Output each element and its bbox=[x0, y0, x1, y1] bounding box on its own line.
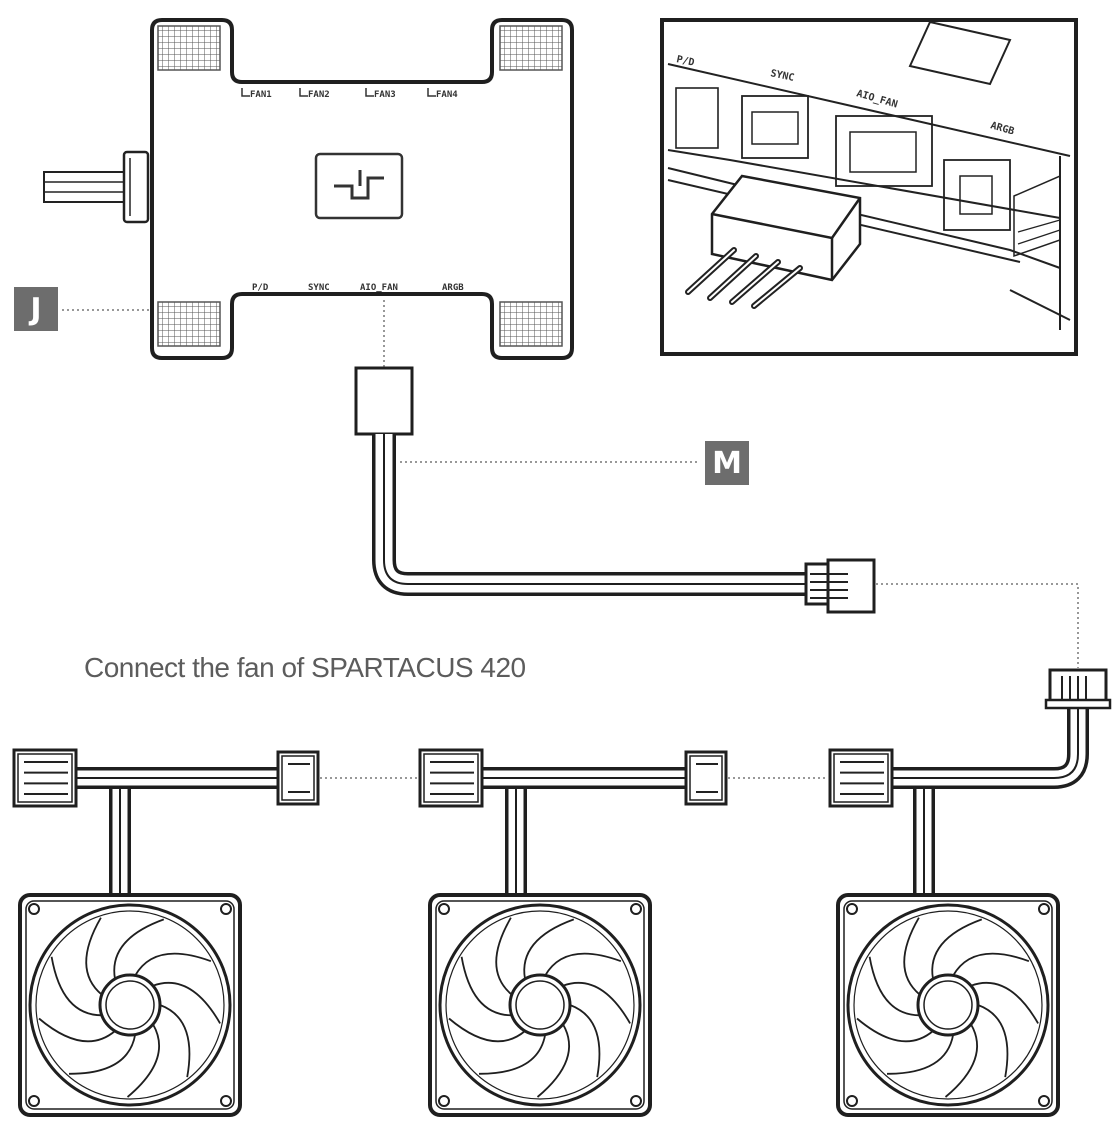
hub-top-port-label: FAN3 bbox=[374, 90, 396, 100]
fan-icon bbox=[836, 893, 1060, 1117]
hub-vent bbox=[157, 301, 221, 347]
cable-to-fan-dotted-link bbox=[876, 583, 1079, 668]
fan-icon bbox=[428, 893, 652, 1117]
inset-closeup: P/D SYNC AIO_FAN ARGB bbox=[660, 18, 1078, 356]
fan-hub: FAN1 FAN2 FAN3 FAN4 P/D SYNC AIO_FAN ARG… bbox=[43, 18, 574, 360]
hub-bottom-port-label: AIO_FAN bbox=[360, 283, 398, 293]
brand-logo-icon bbox=[314, 152, 404, 220]
caption-text: Connect the fan of SPARTACUS 420 bbox=[84, 652, 526, 683]
fan-input-connector bbox=[1044, 668, 1112, 710]
hub-vent bbox=[499, 301, 563, 347]
callout-j: J bbox=[14, 287, 58, 331]
fan-icon bbox=[18, 893, 242, 1117]
hub-top-port-label: FAN2 bbox=[308, 90, 330, 100]
fan-unit bbox=[828, 668, 1112, 1117]
extension-cable bbox=[354, 366, 876, 614]
cable-connector-male bbox=[804, 558, 876, 614]
inset-port-label: SYNC bbox=[769, 68, 795, 84]
inset-port-label: P/D bbox=[675, 54, 695, 69]
cable-connector-female bbox=[354, 366, 414, 436]
hub-vent bbox=[499, 25, 563, 71]
inset-plug bbox=[685, 174, 862, 309]
hub-bottom-port-label: SYNC bbox=[308, 283, 330, 293]
hub-top-port-label: FAN1 bbox=[250, 90, 272, 100]
hub-bottom-port-label: P/D bbox=[252, 283, 269, 293]
hub-vent bbox=[157, 25, 221, 71]
callout-m: M bbox=[705, 441, 749, 485]
fan-unit bbox=[12, 748, 320, 1117]
hub-bottom-port-label: ARGB bbox=[442, 283, 464, 293]
hub-top-ports bbox=[241, 88, 436, 97]
fan-unit bbox=[418, 748, 728, 1117]
hub-power-cable bbox=[43, 150, 150, 224]
hub-top-port-label: FAN4 bbox=[436, 90, 458, 100]
fan-chain bbox=[12, 668, 1112, 1117]
